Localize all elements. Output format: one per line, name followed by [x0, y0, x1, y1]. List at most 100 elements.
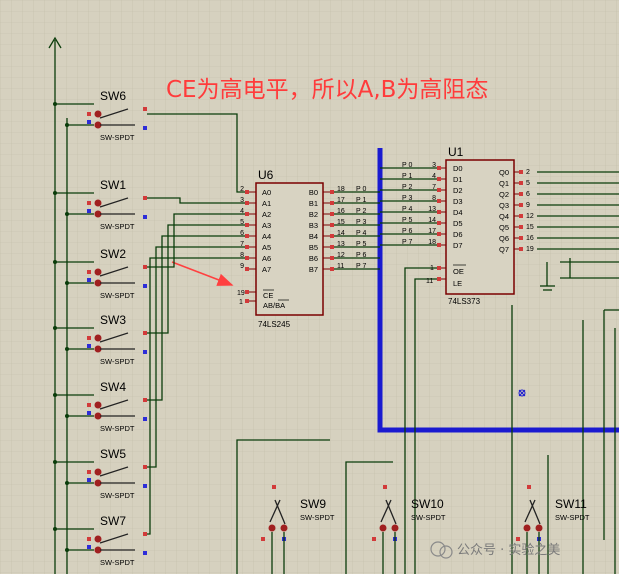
pin-number: 5	[240, 219, 244, 226]
switch-type: SW-SPDT	[100, 424, 135, 433]
switch-type: SW-SPDT	[100, 222, 135, 231]
annotation-text: CE为高电平，所以A,B为高阻态	[166, 77, 488, 103]
u6-ce-pin-name: CE	[263, 291, 273, 300]
pin-name: Q2	[499, 190, 509, 199]
pin-number: 8	[240, 252, 244, 259]
net-label: P 6	[356, 252, 366, 259]
u1-pin-q5[interactable]: Q5 15	[499, 223, 534, 232]
pin-number: 18	[428, 239, 436, 246]
data-bus	[377, 148, 619, 433]
pin-name: B3	[309, 221, 318, 230]
pin-name: Q5	[499, 223, 509, 232]
switch-type: SW-SPDT	[411, 513, 446, 522]
switch-name: SW4	[100, 380, 126, 394]
u1-pin-d7[interactable]: P 7 18 D7	[380, 239, 463, 250]
switch-type: SW-SPDT	[100, 558, 135, 567]
switch-name: SW1	[100, 178, 126, 192]
annotation-arrow	[171, 261, 234, 286]
u6-dir-pin-num: 1	[239, 299, 243, 306]
vcc-rail	[48, 36, 68, 574]
pin-number: 16	[526, 235, 534, 242]
pin-name: A2	[262, 210, 271, 219]
pin-name: D1	[453, 175, 463, 184]
switch-sw5[interactable]: SW5 SW-SPDT	[53, 246, 245, 500]
switch-type: SW-SPDT	[100, 357, 135, 366]
u6-ce-pin-num: 19	[237, 290, 245, 297]
pin-number: 2	[526, 169, 530, 176]
pin-number: 13	[428, 206, 436, 213]
switch-type: SW-SPDT	[555, 513, 590, 522]
switch-name: SW3	[100, 313, 126, 327]
net-label: P 2	[356, 208, 366, 215]
pin-name: D3	[453, 197, 463, 206]
pin-number: 15	[526, 224, 534, 231]
u6-pin-a3[interactable]: 5 A3	[240, 219, 271, 230]
net-label: P 4	[402, 206, 412, 213]
pin-name: B0	[309, 188, 318, 197]
u6-ref: U6	[258, 168, 274, 182]
net-label: P 5	[356, 241, 366, 248]
pin-number: 3	[240, 197, 244, 204]
net-label: P 6	[402, 228, 412, 235]
net-label: P 7	[356, 263, 366, 270]
watermark: 公众号 · 实验之美	[430, 541, 560, 559]
switch-name: SW11	[555, 497, 587, 511]
switch-name: SW5	[100, 447, 126, 461]
pin-number: 19	[526, 246, 534, 253]
pin-number: 17	[337, 197, 345, 204]
net-label: P 3	[356, 219, 366, 226]
net-label: P 7	[402, 239, 412, 246]
u1-oe-pin-num: 1	[430, 265, 434, 272]
pin-number: 18	[337, 186, 345, 193]
pin-number: 17	[428, 228, 436, 235]
pin-number: 14	[428, 217, 436, 224]
pin-name: A3	[262, 221, 271, 230]
pin-name: Q3	[499, 201, 509, 210]
pin-name: B4	[309, 232, 318, 241]
pin-name: D7	[453, 241, 463, 250]
switch-name: SW9	[300, 497, 326, 511]
switch-type: SW-SPDT	[100, 133, 135, 142]
